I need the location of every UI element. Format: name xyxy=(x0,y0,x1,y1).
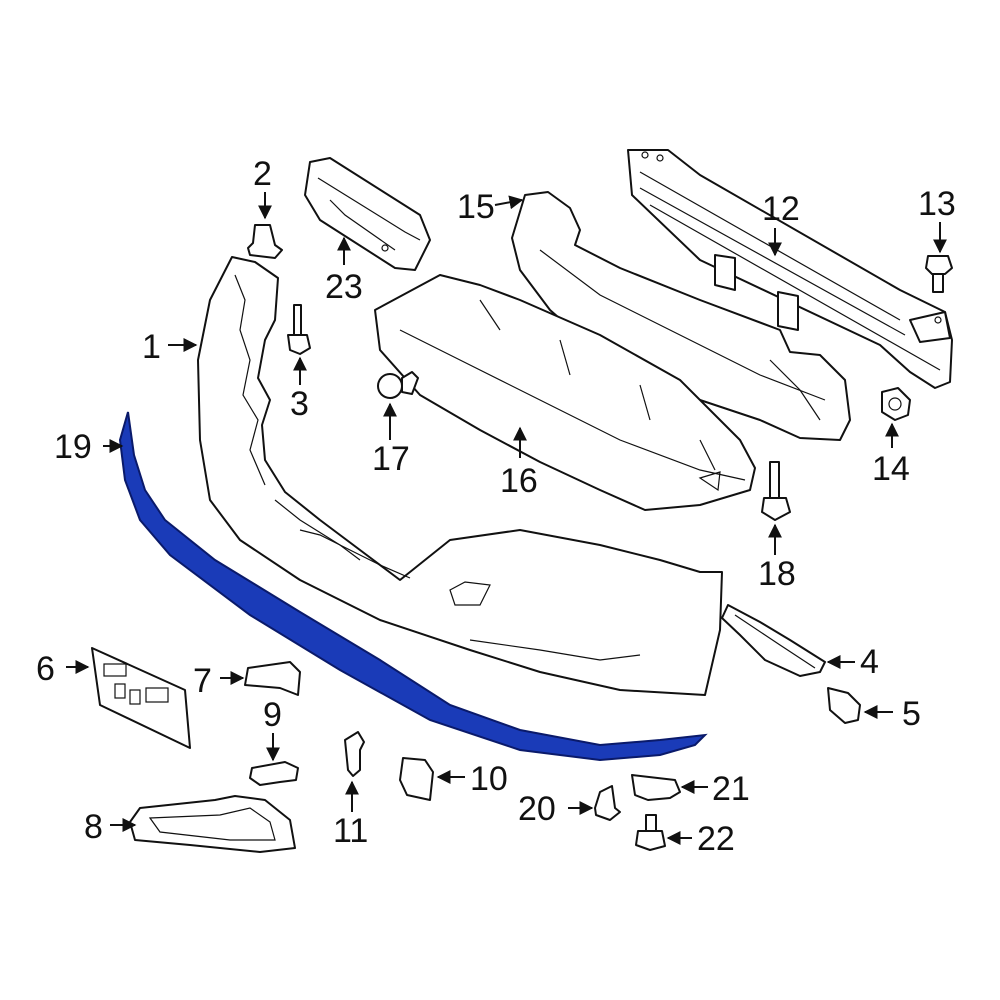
part-20-push-pin[interactable] xyxy=(594,785,621,821)
callout-19: 19 xyxy=(54,428,92,466)
part-22-bolt[interactable] xyxy=(635,814,666,851)
part-23-bracket[interactable] xyxy=(304,157,431,271)
part-2-clip[interactable] xyxy=(247,224,283,259)
part-16-deflector[interactable] xyxy=(374,274,756,511)
part-9-clip[interactable] xyxy=(249,761,299,786)
part-11-pin[interactable] xyxy=(344,731,365,777)
part-8-fog-bezel[interactable] xyxy=(129,795,296,853)
part-14-nut[interactable] xyxy=(881,387,911,421)
callout-15: 15 xyxy=(457,188,495,226)
callout-2: 2 xyxy=(253,155,272,193)
callout-11: 11 xyxy=(333,812,368,850)
callout-23: 23 xyxy=(325,268,363,306)
part-7-cover[interactable] xyxy=(244,661,301,696)
callout-3: 3 xyxy=(290,385,309,423)
part-6-plate-bracket[interactable] xyxy=(91,647,191,749)
part-12-impact-bar[interactable] xyxy=(627,149,953,389)
part-21-clip[interactable] xyxy=(631,774,681,801)
callout-18: 18 xyxy=(758,555,796,593)
callout-7: 7 xyxy=(193,662,212,700)
callout-13: 13 xyxy=(918,185,956,223)
callout-5: 5 xyxy=(902,695,921,733)
callout-9: 9 xyxy=(263,696,282,734)
part-1-bumper-cover[interactable] xyxy=(197,256,723,696)
leader-arrows xyxy=(66,192,947,845)
part-18-bolt[interactable] xyxy=(761,461,791,521)
callout-1: 1 xyxy=(142,328,161,366)
callout-16: 16 xyxy=(500,462,538,500)
callout-8: 8 xyxy=(84,808,103,846)
callout-labels: 1 2 3 4 5 6 7 8 9 10 11 12 13 14 15 16 1… xyxy=(36,155,956,858)
callout-10: 10 xyxy=(470,760,508,798)
callout-22: 22 xyxy=(697,820,735,858)
part-3-bolt[interactable] xyxy=(287,304,311,355)
callout-14: 14 xyxy=(872,450,910,488)
part-13-bolt[interactable] xyxy=(925,255,953,293)
callout-21: 21 xyxy=(712,770,750,808)
callout-4: 4 xyxy=(860,643,879,681)
part-19-lower-lip[interactable] xyxy=(118,411,708,762)
callout-12: 12 xyxy=(762,190,800,228)
part-4-bracket[interactable] xyxy=(721,604,826,677)
callout-17: 17 xyxy=(372,440,410,478)
callout-6: 6 xyxy=(36,650,55,688)
callout-20: 20 xyxy=(518,790,556,828)
part-17-push-pin[interactable] xyxy=(377,371,419,399)
part-10-retainer[interactable] xyxy=(399,757,434,801)
part-5-bolt[interactable] xyxy=(827,687,861,724)
